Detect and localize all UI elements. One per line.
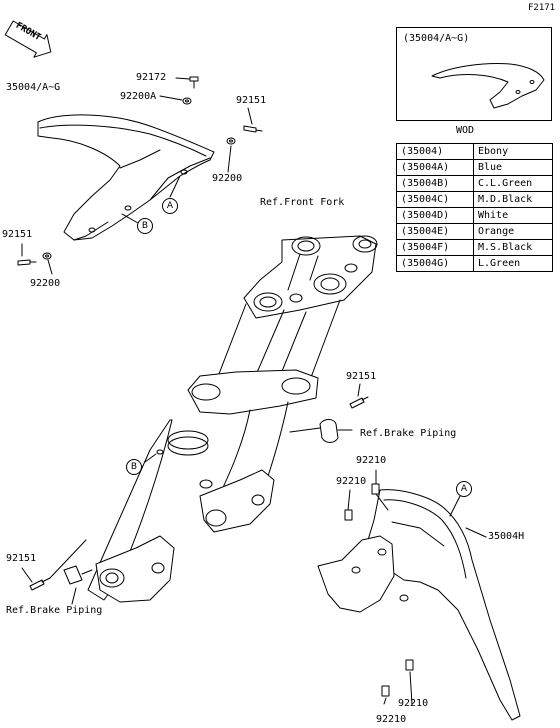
color-table-row: (35004G) L.Green xyxy=(396,255,553,272)
color-code: (35004F) xyxy=(396,239,474,256)
color-code: (35004C) xyxy=(396,191,474,208)
label-92151-left: 92151 xyxy=(2,229,33,240)
label-92151-low: 92151 xyxy=(6,553,37,564)
inset-caption: WOD xyxy=(456,125,475,136)
color-name: White xyxy=(473,207,553,224)
color-table-row: (35004C) M.D.Black xyxy=(396,191,553,208)
color-name: Blue xyxy=(473,159,553,176)
color-name: C.L.Green xyxy=(473,175,553,192)
label-92210-b: 92210 xyxy=(336,476,367,487)
upper-fender-hardware xyxy=(17,76,263,275)
label-35004-ag: 35004/A~G xyxy=(6,82,61,93)
color-table-row: (35004A) Blue xyxy=(396,159,553,176)
label-92151-mid: 92151 xyxy=(346,371,377,382)
diagram-code: F2171 xyxy=(528,3,556,13)
label-92210-c: 92210 xyxy=(398,698,429,709)
label-ref-brake-piping-left: Ref.Brake Piping xyxy=(6,605,103,616)
color-code: (35004B) xyxy=(396,175,474,192)
label-92210-d: 92210 xyxy=(376,714,407,725)
fork-side-hardware xyxy=(21,383,369,605)
callout-a-top: A xyxy=(162,198,178,214)
inset-box: (35004/A~G) xyxy=(396,27,552,121)
callout-a-right: A xyxy=(456,481,472,497)
label-35004h: 35004H xyxy=(488,531,525,542)
label-92151-top: 92151 xyxy=(236,95,267,106)
color-name: Ebony xyxy=(473,143,553,160)
label-92200-bottom: 92200 xyxy=(30,278,61,289)
front-fender-lower xyxy=(317,469,521,721)
callout-b-top: B xyxy=(137,218,153,234)
color-name: M.S.Black xyxy=(473,239,553,256)
inset-title: (35004/A~G) xyxy=(403,33,470,44)
callout-b-mid: B xyxy=(126,459,142,475)
color-name: L.Green xyxy=(473,255,553,272)
label-ref-brake-piping-right: Ref.Brake Piping xyxy=(360,428,457,439)
color-table: (35004) Ebony (35004A) Blue (35004B) C.L… xyxy=(396,143,553,272)
color-code: (35004A) xyxy=(396,159,474,176)
color-table-row: (35004E) Orange xyxy=(396,223,553,240)
color-table-row: (35004) Ebony xyxy=(396,143,553,160)
color-code: (35004G) xyxy=(396,255,474,272)
label-92172: 92172 xyxy=(136,72,167,83)
color-table-row: (35004F) M.S.Black xyxy=(396,239,553,256)
label-92210-a: 92210 xyxy=(356,455,387,466)
label-ref-front-fork: Ref.Front Fork xyxy=(260,197,345,208)
color-name: Orange xyxy=(473,223,553,240)
color-code: (35004) xyxy=(396,143,474,160)
front-fork-assembly xyxy=(87,235,378,603)
color-name: M.D.Black xyxy=(473,191,553,208)
inset-fender-sketch xyxy=(431,63,545,109)
color-code: (35004D) xyxy=(396,207,474,224)
label-92200-right: 92200 xyxy=(212,173,243,184)
color-code: (35004E) xyxy=(396,223,474,240)
front-arrow-icon xyxy=(4,20,52,58)
color-table-row: (35004D) White xyxy=(396,207,553,224)
color-table-row: (35004B) C.L.Green xyxy=(396,175,553,192)
label-92200a: 92200A xyxy=(120,91,157,102)
front-fender-upper xyxy=(37,114,215,241)
